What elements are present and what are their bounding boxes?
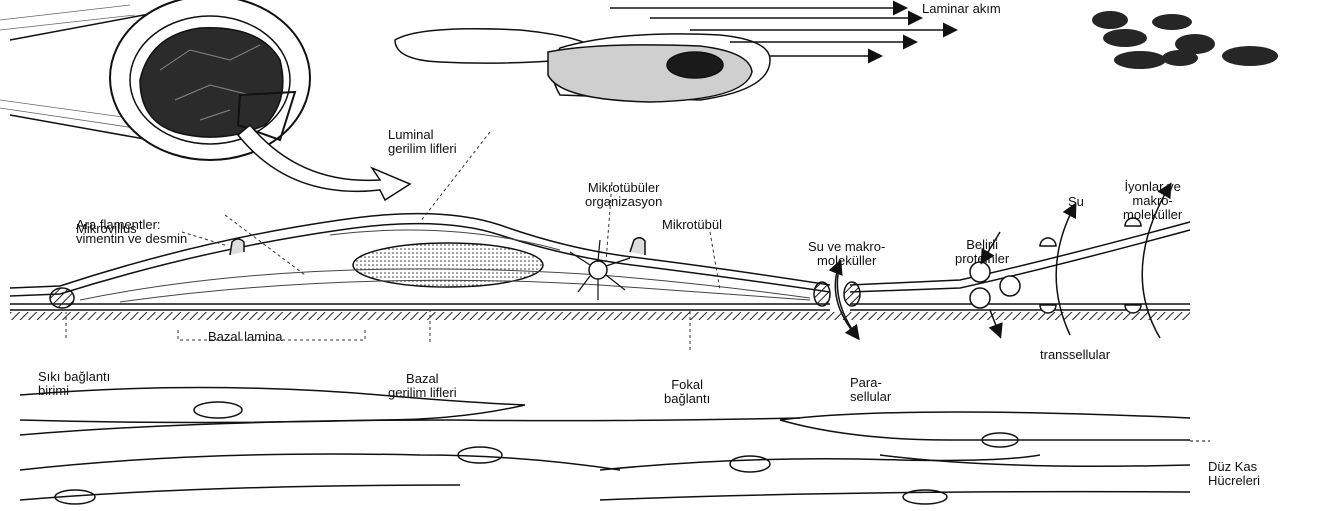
red-blood-cells — [1092, 11, 1278, 69]
label-water: Su — [1068, 195, 1084, 209]
label-paracellular: Para-sellular — [850, 348, 891, 418]
label-laminar-flow: Laminar akım — [922, 2, 1001, 16]
label-microvillus: Mikrovillus — [76, 222, 137, 236]
label-basal-lamina: Bazal lamina — [208, 330, 282, 344]
smooth-muscle-layer — [20, 388, 1210, 505]
label-transcellular: transsellular — [1040, 348, 1110, 362]
vessel-section — [0, 0, 310, 160]
label-microtubule: Mikrotübül — [662, 218, 722, 232]
flow-cells — [395, 29, 770, 102]
label-water-macromolecules: Su ve makro-moleküller — [808, 212, 885, 282]
